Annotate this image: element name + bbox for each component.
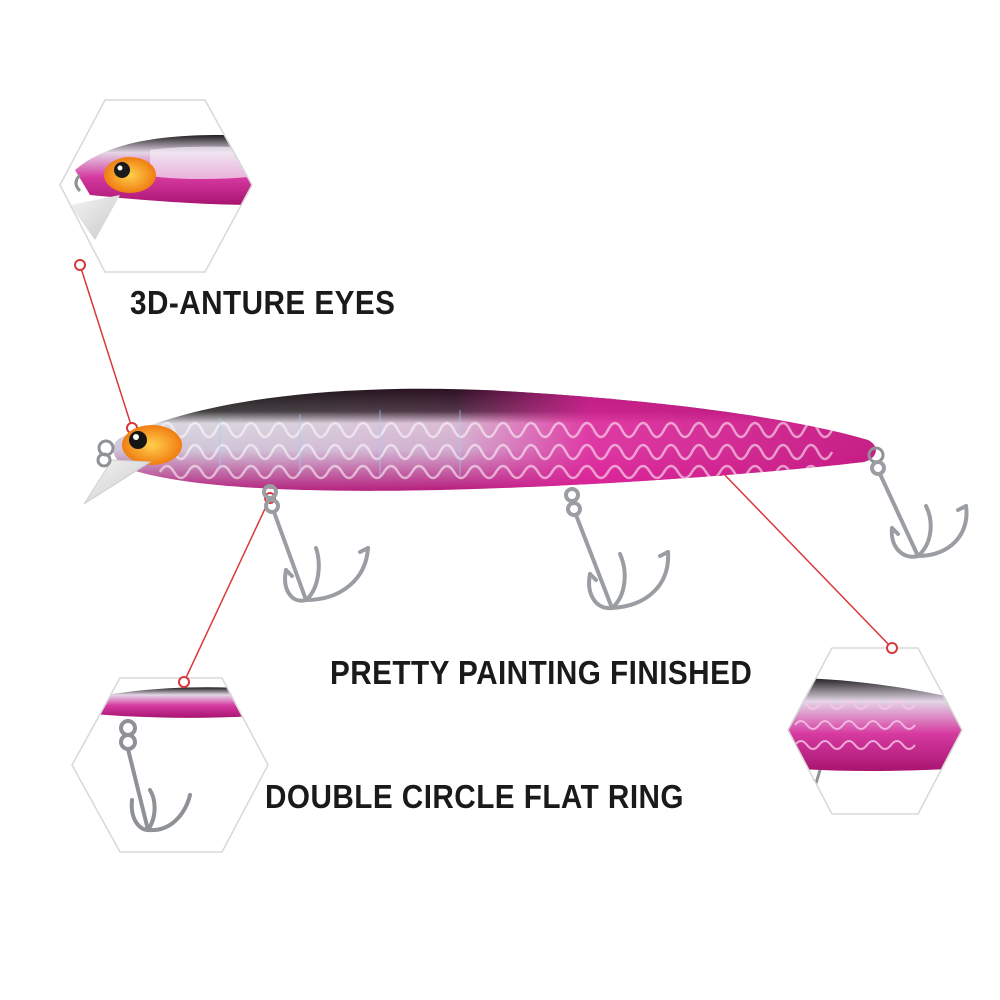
callout-label-painting: PRETTY PAINTING FINISHED — [330, 654, 753, 691]
treble-hook-front — [262, 484, 370, 603]
zoom-hexagon-ring — [71, 677, 269, 853]
leader-dot-eyes-start — [74, 259, 86, 271]
leader-dot-ring-end — [178, 676, 190, 688]
lure-eye — [129, 431, 147, 449]
leader-lines — [79, 264, 893, 683]
leader-line-ring — [183, 497, 271, 683]
callout-label-ring: DOUBLE CIRCLE FLAT RING — [265, 778, 684, 815]
leader-line-painting — [719, 469, 893, 649]
zoom-hexagon-painting — [787, 647, 963, 815]
treble-hook-rear — [870, 460, 969, 559]
treble-hook-middle — [564, 487, 671, 611]
lure-body — [83, 388, 885, 505]
leader-line-eyes — [79, 264, 133, 429]
holographic-pattern — [158, 421, 834, 480]
lure-lip — [83, 459, 152, 505]
leader-dot-painting-end — [886, 642, 898, 654]
zoom-hexagon-eyes — [59, 99, 253, 273]
callout-label-eyes: 3D-ANTURE EYES — [130, 284, 396, 321]
